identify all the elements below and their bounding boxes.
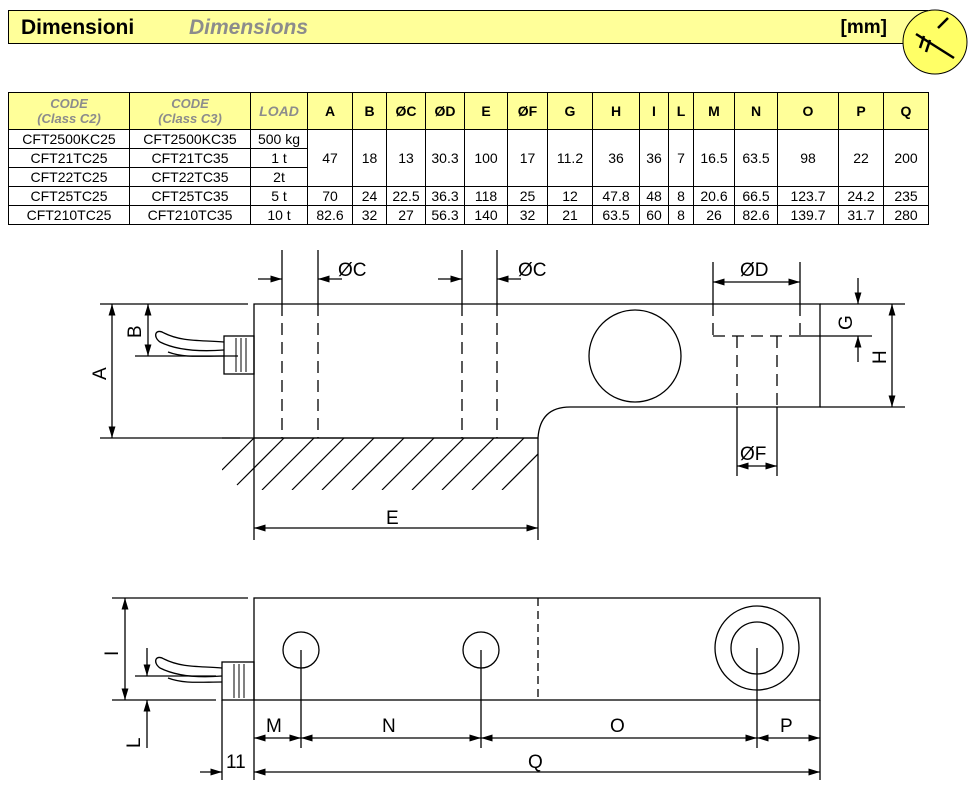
- dim-cell-m: 26: [693, 205, 735, 225]
- label-b: B: [125, 325, 146, 338]
- beam-body-side: [253, 303, 821, 439]
- dim-cell-d: 30.3: [425, 129, 465, 187]
- dim-cell-m: 16.5: [693, 129, 735, 187]
- dim-cell-p: 22: [838, 129, 884, 187]
- dimensions-table: CODE(Class C2) CODE(Class C3) LOAD A B Ø…: [8, 92, 929, 225]
- dim-cell-q: 235: [883, 186, 929, 206]
- dim-cell-e: 100: [464, 129, 508, 187]
- code-c3-cell: CFT21TC35: [129, 148, 251, 168]
- table-row: CFT210TC25 CFT210TC35 10 t 82.6 32 27 56…: [8, 205, 929, 225]
- dim-cell-f: 32: [507, 205, 548, 225]
- header-g: G: [547, 92, 593, 130]
- dim-cell-a: 70: [307, 186, 353, 206]
- label-l: L: [124, 737, 145, 748]
- header-o: O: [777, 92, 839, 130]
- caliper-icon: [902, 9, 968, 75]
- unit-label: [mm]: [840, 17, 887, 38]
- dim-cell-f: 17: [507, 129, 548, 187]
- dim-cell-i: 48: [639, 186, 669, 206]
- label-eleven: 11: [226, 752, 246, 773]
- dim-cell-n: 63.5: [734, 129, 778, 187]
- dim-cell-o: 123.7: [777, 186, 839, 206]
- dim-cell-q: 200: [883, 129, 929, 187]
- header-b: B: [352, 92, 387, 130]
- ground-hatch: [222, 438, 538, 490]
- beam-body-top: [253, 597, 821, 701]
- label-i: I: [102, 651, 123, 656]
- label-m: M: [266, 716, 282, 737]
- table-row: CFT2500KC25 CFT2500KC35 500 kg 47 18 13 …: [8, 129, 929, 187]
- header-i: I: [639, 92, 669, 130]
- dim-cell-q: 280: [883, 205, 929, 225]
- label-f: ØF: [740, 444, 766, 465]
- header-code-c3: CODE(Class C3): [129, 92, 251, 130]
- dim-cell-b: 32: [352, 205, 387, 225]
- side-view: [100, 250, 905, 540]
- side-hole-circle: [588, 309, 682, 403]
- header-load: LOAD: [250, 92, 308, 130]
- header-p: P: [838, 92, 884, 130]
- label-a: A: [90, 367, 111, 380]
- label-g: G: [836, 315, 857, 330]
- connector-side: [223, 335, 255, 375]
- dim-cell-d: 56.3: [425, 205, 465, 225]
- table-row: CFT22TC25 CFT22TC35 2t: [8, 167, 929, 187]
- dim-cell-g: 21: [547, 205, 593, 225]
- dim-cell-d: 36.3: [425, 186, 465, 206]
- code-c2-cell: CFT2500KC25: [8, 129, 130, 149]
- table-row: CFT25TC25 CFT25TC35 5 t 70 24 22.5 36.3 …: [8, 186, 929, 206]
- dim-cell-h: 63.5: [592, 205, 640, 225]
- dim-cell-g: 11.2: [547, 129, 593, 187]
- label-h: H: [870, 350, 891, 364]
- header-q: Q: [883, 92, 929, 130]
- label-p: P: [780, 716, 793, 737]
- dim-cell-c: 27: [386, 205, 426, 225]
- header-f: ØF: [507, 92, 548, 130]
- code-c3-cell: CFT210TC35: [129, 205, 251, 225]
- label-d: ØD: [740, 260, 769, 281]
- label-e: E: [386, 508, 399, 529]
- dim-cell-b: 24: [352, 186, 387, 206]
- hole-c-hidden-lines: [281, 304, 498, 438]
- dim-cell-f: 25: [507, 186, 548, 206]
- code-c2-cell: CFT210TC25: [8, 205, 130, 225]
- dim-cell-n: 82.6: [734, 205, 778, 225]
- dim-cell-e: 140: [464, 205, 508, 225]
- header-code-c2: CODE(Class C2): [8, 92, 130, 130]
- connector-top: [221, 661, 255, 701]
- label-n: N: [382, 716, 396, 737]
- code-c3-cell: CFT22TC35: [129, 167, 251, 187]
- load-cell: 10 t: [250, 205, 308, 225]
- dim-cell-i: 60: [639, 205, 669, 225]
- table-header-row: CODE(Class C2) CODE(Class C3) LOAD A B Ø…: [8, 92, 929, 130]
- code-c3-cell: CFT25TC35: [129, 186, 251, 206]
- label-q: Q: [528, 752, 543, 773]
- label-c1: ØC: [338, 260, 367, 281]
- dim-cell-a: 82.6: [307, 205, 353, 225]
- label-c2: ØC: [518, 260, 547, 281]
- dim-cell-o: 139.7: [777, 205, 839, 225]
- code-c2-cell: CFT22TC25: [8, 167, 130, 187]
- header-bar: Dimensioni Dimensions [mm]: [8, 10, 928, 44]
- label-o: O: [610, 716, 625, 737]
- header-m: M: [693, 92, 735, 130]
- top-view: [112, 597, 821, 780]
- header-c: ØC: [386, 92, 426, 130]
- counterbore-hidden-lines: [712, 304, 801, 407]
- page-subtitle: Dimensions: [189, 16, 309, 39]
- page-title: Dimensioni: [21, 16, 135, 39]
- table-row: CFT21TC25 CFT21TC35 1 t: [8, 148, 929, 168]
